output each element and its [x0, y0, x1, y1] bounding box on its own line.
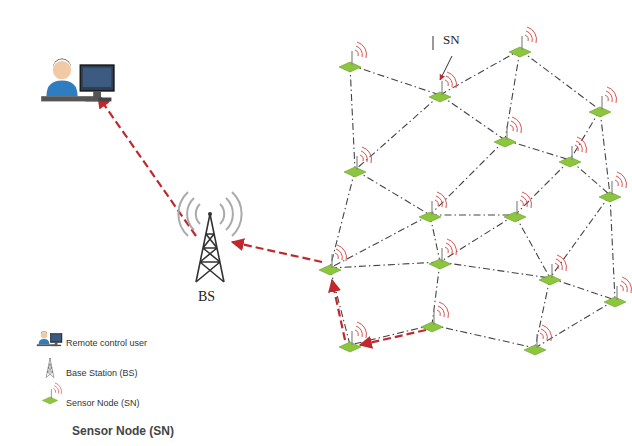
legend-text: Sensor Node (SN) — [66, 398, 140, 408]
figure-caption: Sensor Node (SN) — [72, 424, 174, 438]
label-holder: SN — [443, 32, 460, 48]
sensor-nodes — [319, 27, 631, 355]
remote-user-icon — [41, 59, 114, 102]
base-station-tower — [178, 192, 241, 282]
mesh-links — [330, 50, 615, 348]
legend-entry: Remote control user — [66, 332, 147, 350]
legend-entry: Sensor Node (SN) — [66, 392, 140, 410]
route-arrows — [98, 96, 426, 345]
network-label: BS — [198, 289, 215, 305]
pointer-bar — [433, 36, 434, 50]
legend-entry: Base Station (BS) — [66, 362, 138, 380]
legend-user-icon — [37, 331, 62, 346]
legend-text: Remote control user — [66, 338, 147, 348]
label-holder: BS — [198, 289, 215, 305]
pointer-arrow — [440, 56, 452, 80]
legend-text: Base Station (BS) — [66, 368, 138, 378]
network-label: SN — [443, 32, 460, 48]
legend-tower-icon — [46, 358, 54, 378]
caption-holder: Sensor Node (SN) — [72, 424, 174, 438]
legend-sensor-icon — [42, 383, 61, 404]
